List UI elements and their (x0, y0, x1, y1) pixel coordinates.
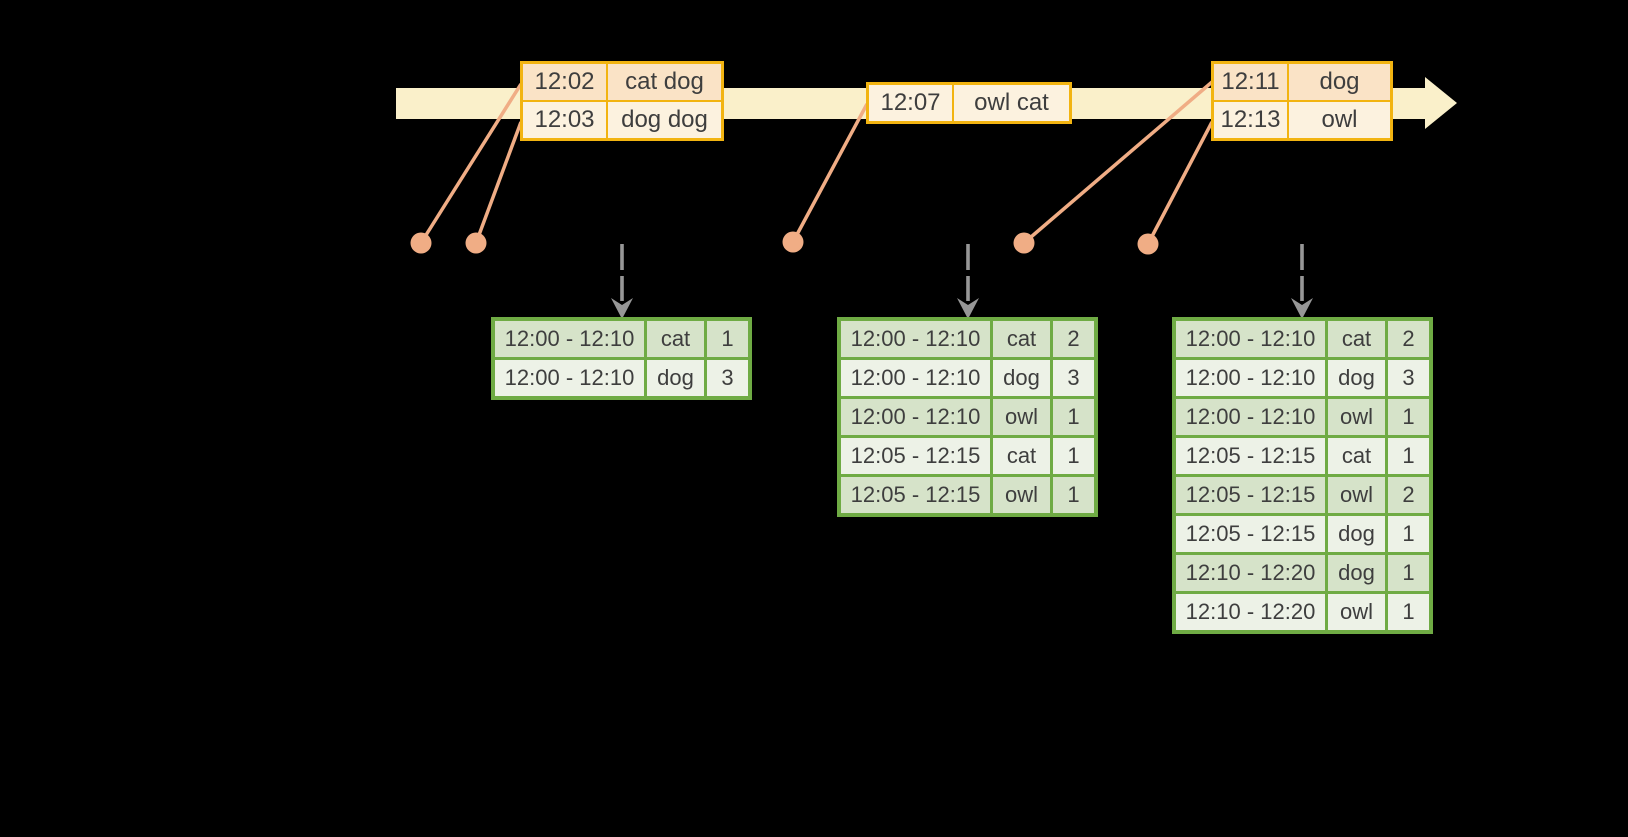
window-cell: 12:10 - 12:20 (1176, 594, 1325, 630)
word-cell: dog (1328, 360, 1385, 396)
count-cell: 3 (1053, 360, 1094, 396)
event-time-cell: 12:11 (1214, 64, 1287, 100)
event-words-cell: cat dog (608, 64, 721, 100)
count-cell: 1 (1053, 399, 1094, 435)
trigger-arrows (611, 244, 1313, 319)
window-cell: 12:00 - 12:10 (841, 360, 990, 396)
count-cell: 1 (1388, 399, 1429, 435)
window-cell: 12:00 - 12:10 (1176, 321, 1325, 357)
connector-line (1146, 121, 1214, 245)
event-dot (1013, 232, 1035, 254)
event-time-cell: 12:03 (523, 102, 606, 138)
word-cell: dog (1328, 516, 1385, 552)
window-cell: 12:05 - 12:15 (841, 438, 990, 474)
window-cell: 12:00 - 12:10 (1176, 399, 1325, 435)
window-cell: 12:00 - 12:10 (495, 360, 644, 396)
down-arrow-icon (611, 298, 633, 319)
count-cell: 2 (1388, 477, 1429, 513)
event-dot (465, 232, 487, 254)
word-cell: owl (1328, 477, 1385, 513)
word-cell: cat (1328, 438, 1385, 474)
right-arrow-icon (1425, 77, 1457, 129)
count-cell: 1 (1388, 594, 1429, 630)
window-cell: 12:00 - 12:10 (1176, 360, 1325, 396)
event-dot (782, 231, 804, 253)
connector-line (419, 83, 523, 244)
count-cell: 1 (707, 321, 748, 357)
count-cell: 3 (1388, 360, 1429, 396)
event-dot (1137, 233, 1159, 255)
word-cell: dog (1328, 555, 1385, 591)
event-words-cell: owl (1289, 102, 1390, 138)
window-cell: 12:00 - 12:10 (495, 321, 644, 357)
event-dots (410, 231, 1159, 255)
window-cell: 12:05 - 12:15 (1176, 477, 1325, 513)
down-arrow-icon (957, 298, 979, 319)
window-cell: 12:00 - 12:10 (841, 399, 990, 435)
count-cell: 1 (1388, 438, 1429, 474)
connector-line (791, 103, 869, 243)
window-cell: 12:05 - 12:15 (1176, 438, 1325, 474)
word-cell: cat (993, 321, 1050, 357)
window-cell: 12:10 - 12:20 (1176, 555, 1325, 591)
count-cell: 2 (1053, 321, 1094, 357)
count-cell: 3 (707, 360, 748, 396)
count-cell: 1 (1053, 477, 1094, 513)
word-cell: dog (647, 360, 704, 396)
event-connector-lines (419, 80, 1214, 245)
event-time-cell: 12:07 (869, 85, 952, 121)
event-words-cell: dog (1289, 64, 1390, 100)
word-cell: cat (1328, 321, 1385, 357)
event-time-cell: 12:02 (523, 64, 606, 100)
word-cell: owl (1328, 399, 1385, 435)
connector-line (474, 121, 523, 244)
count-cell: 1 (1388, 555, 1429, 591)
count-cell: 1 (1388, 516, 1429, 552)
word-cell: owl (993, 399, 1050, 435)
event-dot (410, 232, 432, 254)
window-cell: 12:00 - 12:10 (841, 321, 990, 357)
word-cell: owl (993, 477, 1050, 513)
word-cell: cat (647, 321, 704, 357)
event-words-cell: owl cat (954, 85, 1069, 121)
event-time-cell: 12:13 (1214, 102, 1287, 138)
connector-line (1022, 80, 1214, 245)
event-words-cell: dog dog (608, 102, 721, 138)
window-cell: 12:05 - 12:15 (1176, 516, 1325, 552)
word-cell: owl (1328, 594, 1385, 630)
count-cell: 1 (1053, 438, 1094, 474)
window-cell: 12:05 - 12:15 (841, 477, 990, 513)
word-cell: cat (993, 438, 1050, 474)
count-cell: 2 (1388, 321, 1429, 357)
down-arrow-icon (1291, 298, 1313, 319)
word-cell: dog (993, 360, 1050, 396)
